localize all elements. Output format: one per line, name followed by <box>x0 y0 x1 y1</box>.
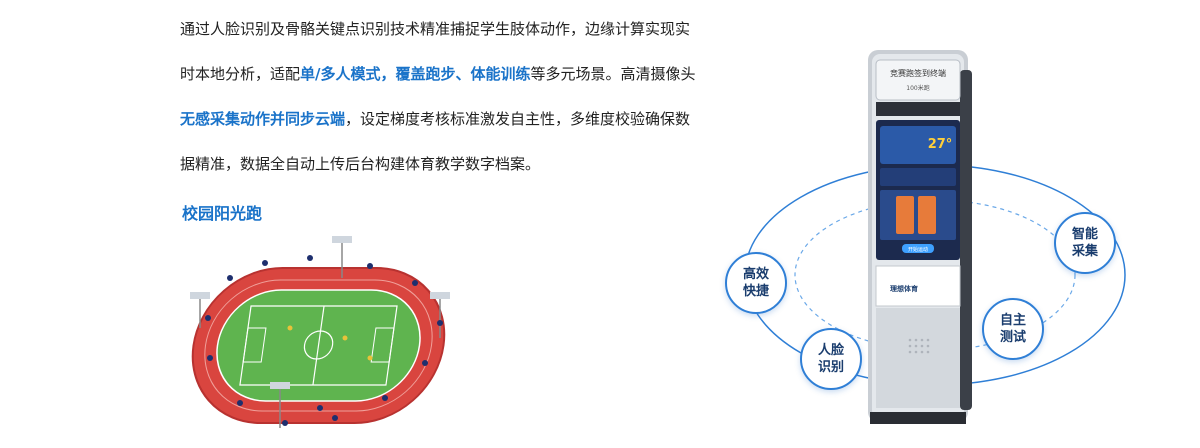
intro-line-4: 据精准，数据全自动上传后台构建体育教学数字档案。 <box>180 155 541 173</box>
intro-line-3: 无感采集动作并同步云端，设定梯度考核标准激发自主性，多维度校验确保数 <box>180 110 691 128</box>
intro-line-1: 通过人脸识别及骨骼关键点识别技术精准捕捉学生肢体动作，边缘计算实现实 <box>180 20 691 38</box>
highlight-sync: 无感采集动作并同步云端 <box>180 110 346 128</box>
screen-start-button: 开始运动 <box>908 246 928 253</box>
device-header-title: 竞赛跑签到终端 <box>890 68 946 78</box>
feature-bubble-smart: 智能采集 <box>1054 212 1116 274</box>
highlight-modes: 单/多人模式，覆盖跑步、体能训练 <box>300 65 531 83</box>
temperature-readout: 27° <box>928 137 953 152</box>
track-svg <box>190 236 450 428</box>
feature-bubble-efficient: 高效快捷 <box>725 252 787 314</box>
intro-paragraph: 通过人脸识别及骨骼关键点识别技术精准捕捉学生肢体动作，边缘计算实现实 时本地分析… <box>180 14 720 194</box>
terminal-device-illustration: 竞赛跑签到终端 100米跑 27° 开始运动 理想体育 高效快捷 人脸识别 自主… <box>720 40 1150 444</box>
feature-bubble-self-test: 自主测试 <box>982 298 1044 360</box>
intro-line-2: 时本地分析，适配单/多人模式，覆盖跑步、体能训练等多元场景。高清摄像头 <box>180 65 696 83</box>
section-title: 校园阳光跑 <box>182 204 263 223</box>
device-header-sub: 100米跑 <box>906 84 929 92</box>
feature-bubble-face: 人脸识别 <box>800 328 862 390</box>
running-track-illustration <box>170 228 480 443</box>
orbit-inner <box>794 199 1076 351</box>
brand-logo-text: 理想体育 <box>890 284 918 293</box>
device-svg: 竞赛跑签到终端 100米跑 27° 开始运动 理想体育 <box>744 50 1126 424</box>
